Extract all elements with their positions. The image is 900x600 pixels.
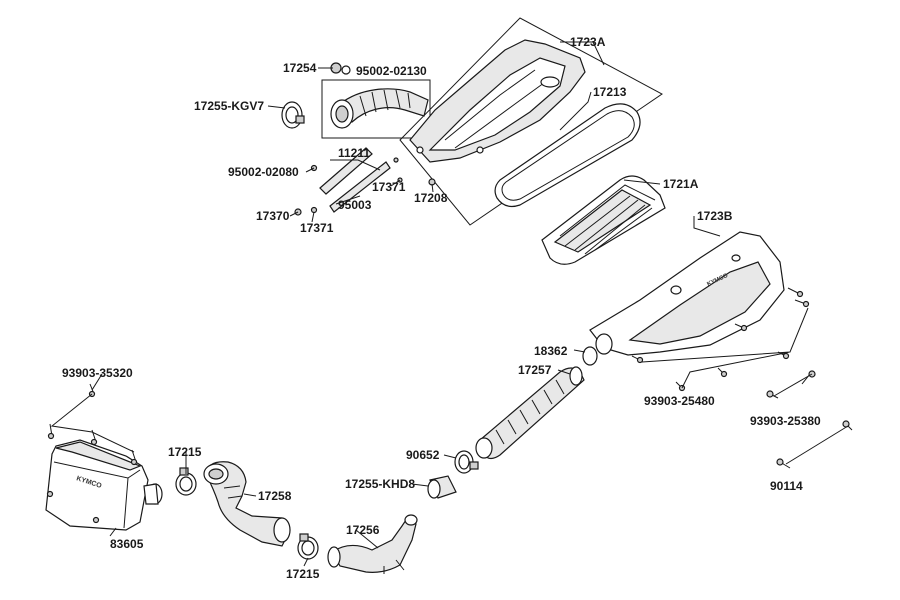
label-17254: 17254 [283, 61, 317, 75]
label-17371-lower: 17371 [300, 221, 334, 235]
clamp-17215-lower[interactable] [297, 533, 319, 560]
label-93903-25480: 93903-25480 [644, 394, 715, 408]
clamp-90652[interactable] [454, 450, 479, 474]
label-17258: 17258 [258, 489, 292, 503]
upper-case-group-frame [399, 17, 663, 226]
label-93903-25380: 93903-25380 [750, 414, 821, 428]
clamp-17215-upper[interactable] [175, 467, 197, 496]
air-cleaner-case-upper[interactable] [409, 39, 586, 163]
screw-93903-25380[interactable] [766, 370, 816, 399]
resonator-83605[interactable]: KYMCO [45, 439, 163, 531]
label-90114: 90114 [770, 479, 803, 493]
label-17215-upper: 17215 [168, 445, 202, 459]
label-17213: 17213 [593, 85, 627, 99]
label-17255-kgv7: 17255-KGV7 [194, 99, 264, 113]
label-17215-lower: 17215 [286, 567, 320, 581]
label-18362: 18362 [534, 344, 568, 358]
air-cleaner-case-lower[interactable]: KYMCO [589, 231, 785, 356]
label-17370: 17370 [256, 209, 290, 223]
part-labels: 1723A 17213 17254 95002-02130 17255-KGV7… [62, 35, 821, 581]
label-83605: 83605 [110, 537, 144, 551]
band-17255-khd8[interactable] [427, 475, 457, 499]
intake-elbow-17256[interactable] [327, 514, 418, 574]
filter-seal-17213[interactable] [494, 103, 641, 208]
intake-duct-group-frame [321, 79, 431, 139]
label-95002-02080: 95002-02080 [228, 165, 299, 179]
screw-90114[interactable] [776, 420, 853, 469]
label-17257: 17257 [518, 363, 552, 377]
label-17255-khd8: 17255-KHD8 [345, 477, 415, 491]
clamp-17255-kgv7[interactable] [281, 101, 305, 129]
label-17256: 17256 [346, 523, 380, 537]
label-11211: 11211 [338, 146, 370, 160]
label-17208: 17208 [414, 191, 448, 205]
breather-fitting-17254[interactable] [330, 62, 351, 75]
intake-duct[interactable] [330, 88, 429, 129]
label-1723A: 1723A [570, 35, 606, 49]
drain-hose-11211[interactable] [319, 147, 391, 213]
label-93903-35320: 93903-35320 [62, 366, 133, 380]
connecting-tube-17257[interactable] [475, 366, 585, 460]
label-1723B: 1723B [697, 209, 733, 223]
label-90652: 90652 [406, 448, 440, 462]
label-95002-02130: 95002-02130 [356, 64, 427, 78]
label-95003: 95003 [338, 198, 372, 212]
seal-ring-18362[interactable] [582, 346, 598, 366]
air-filter-element-1721A[interactable] [541, 175, 666, 265]
leader-lines [91, 41, 721, 567]
label-1721A: 1721A [663, 177, 699, 191]
label-17371-upper: 17371 [372, 180, 406, 194]
rubber-elbow-17258[interactable] [203, 461, 291, 547]
